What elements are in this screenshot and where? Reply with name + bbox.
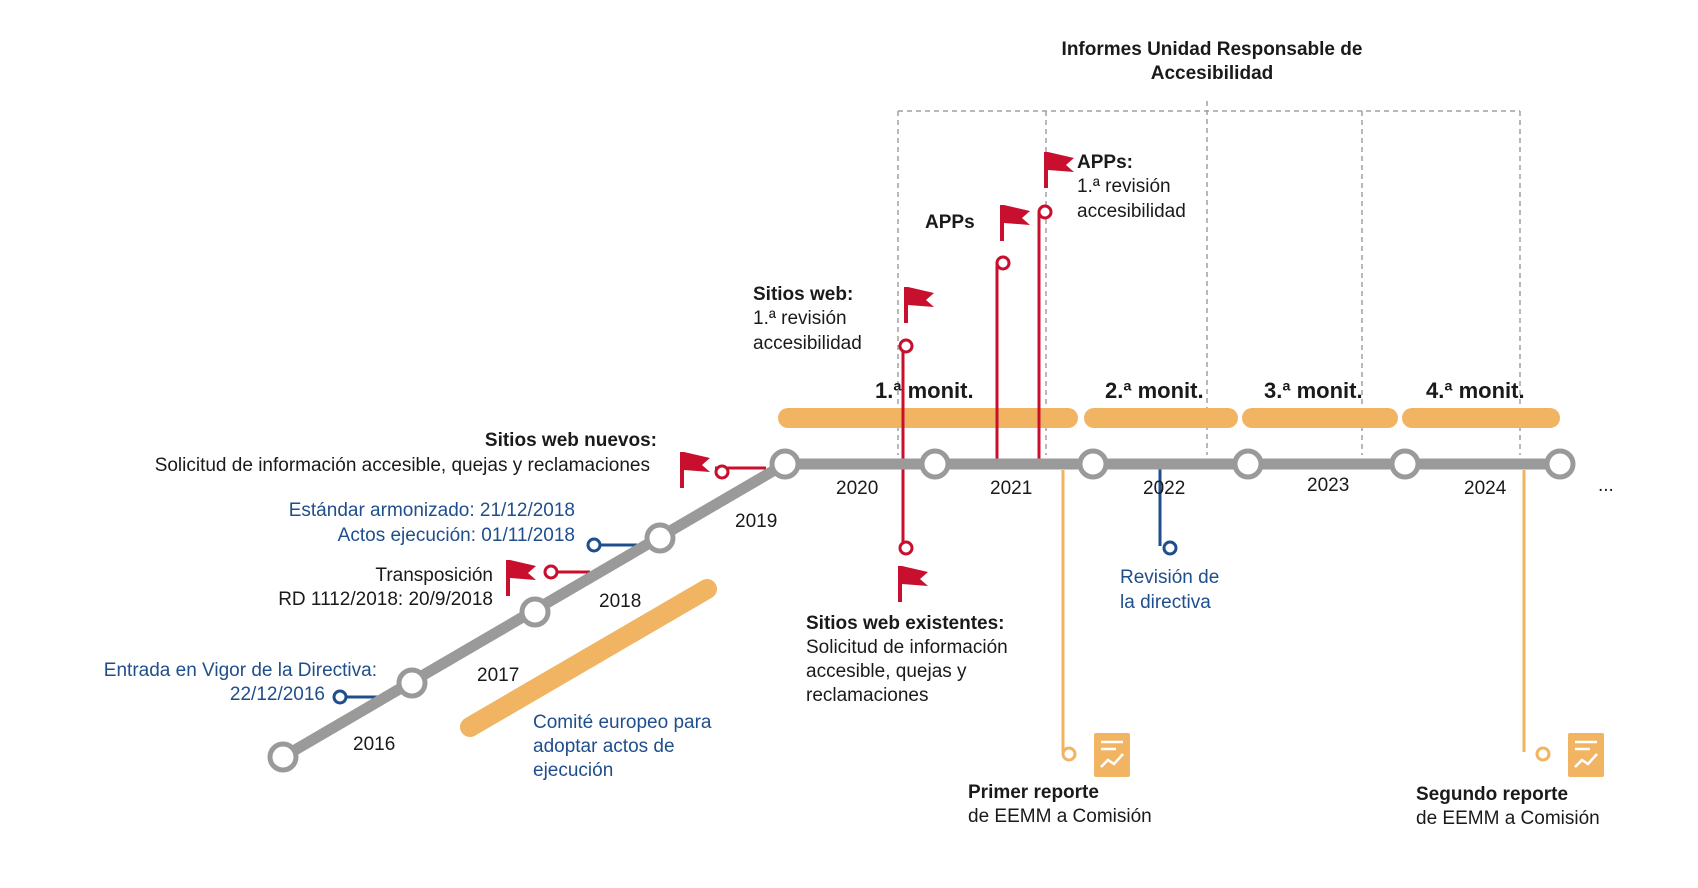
node-2017 — [396, 667, 428, 699]
node-2018 — [519, 596, 551, 628]
monitoring-label-3: 3.ª monit. — [1264, 378, 1363, 403]
flag-icon — [898, 566, 928, 602]
apps-title: APPs — [925, 212, 975, 233]
timeline-ellipsis: ... — [1598, 475, 1614, 496]
year-label-2024: 2024 — [1464, 478, 1507, 499]
monitoring-label-2: 2.ª monit. — [1105, 378, 1204, 403]
first-report-line1: de EEMM a Comisión — [968, 806, 1152, 827]
node-2019 — [769, 448, 801, 480]
flag-icon — [1044, 152, 1074, 188]
node-2020 — [919, 448, 951, 480]
apps-review-line2: accesibilidad — [1077, 201, 1186, 222]
year-label-2018: 2018 — [599, 591, 641, 612]
year-label-2016: 2016 — [353, 734, 395, 755]
node-2022 — [1232, 448, 1264, 480]
sites-review-title: Sitios web: — [753, 284, 853, 305]
committee-line3: ejecución — [533, 760, 613, 781]
apps-review-title: APPs: — [1077, 152, 1133, 173]
standard-line1: Estándar armonizado: 21/12/2018 — [289, 500, 575, 521]
existing-sites-line2: accesible, quejas y — [806, 661, 967, 682]
standard-line2: Actos ejecución: 01/11/2018 — [338, 525, 575, 546]
year-label-2023: 2023 — [1307, 475, 1349, 496]
document-icon — [1568, 733, 1604, 777]
sites-review-line2: accesibilidad — [753, 333, 862, 354]
node-2018b — [644, 522, 676, 554]
first-report-title: Primer reporte — [968, 782, 1099, 803]
apps-review-line1: 1.ª revisión — [1077, 176, 1171, 197]
flag-icon — [506, 560, 536, 596]
existing-sites-title: Sitios web existentes: — [806, 613, 1005, 634]
node-2024 — [1544, 448, 1576, 480]
orange-connectors — [1061, 470, 1526, 752]
report-dashed-box — [897, 101, 1521, 455]
transposition-line2: RD 1112/2018: 20/9/2018 — [278, 589, 493, 610]
new-sites-line1: Solicitud de información accesible, quej… — [155, 455, 650, 476]
second-report-title: Segundo reporte — [1416, 784, 1568, 805]
report-title-line2: Accesibilidad — [1151, 63, 1274, 84]
second-report-line1: de EEMM a Comisión — [1416, 808, 1600, 829]
committee-bar — [460, 579, 717, 737]
year-label-2019: 2019 — [735, 511, 777, 532]
year-label-2022: 2022 — [1143, 478, 1185, 499]
year-label-2021: 2021 — [990, 478, 1032, 499]
entry-into-force-line1: Entrada en Vigor de la Directiva: — [104, 660, 377, 681]
sites-review-line1: 1.ª revisión — [753, 308, 847, 329]
transposition-line1: Transposición — [375, 565, 493, 586]
year-label-2020: 2020 — [836, 478, 878, 499]
timeline-nodes — [267, 448, 1576, 773]
year-label-2017: 2017 — [477, 665, 519, 686]
flag-icon — [1000, 205, 1030, 241]
report-title-line1: Informes Unidad Responsable de — [1062, 39, 1363, 60]
entry-into-force-line2: 22/12/2016 — [230, 684, 325, 705]
node-2021 — [1077, 448, 1109, 480]
new-sites-title: Sitios web nuevos: — [485, 430, 657, 451]
flag-icon — [904, 287, 934, 323]
node-2016 — [267, 741, 299, 773]
blue-ring-markers — [332, 537, 1178, 705]
orange-ring-markers — [1061, 746, 1551, 762]
existing-sites-line3: reclamaciones — [806, 685, 929, 706]
flag-icon — [680, 452, 710, 488]
committee-line1: Comité europeo para — [533, 712, 712, 733]
existing-sites-line1: Solicitud de información — [806, 637, 1008, 658]
node-2023 — [1389, 448, 1421, 480]
directive-review-line2: la directiva — [1120, 592, 1211, 613]
red-ring-markers — [543, 204, 1053, 580]
red-connectors — [550, 212, 1041, 574]
monitoring-label-4: 4.ª monit. — [1426, 378, 1525, 403]
document-icon — [1094, 733, 1130, 777]
directive-review-line1: Revisión de — [1120, 567, 1219, 588]
monitoring-label-1: 1.ª monit. — [875, 378, 974, 403]
red-flags — [506, 152, 1074, 602]
committee-line2: adoptar actos de — [533, 736, 675, 757]
